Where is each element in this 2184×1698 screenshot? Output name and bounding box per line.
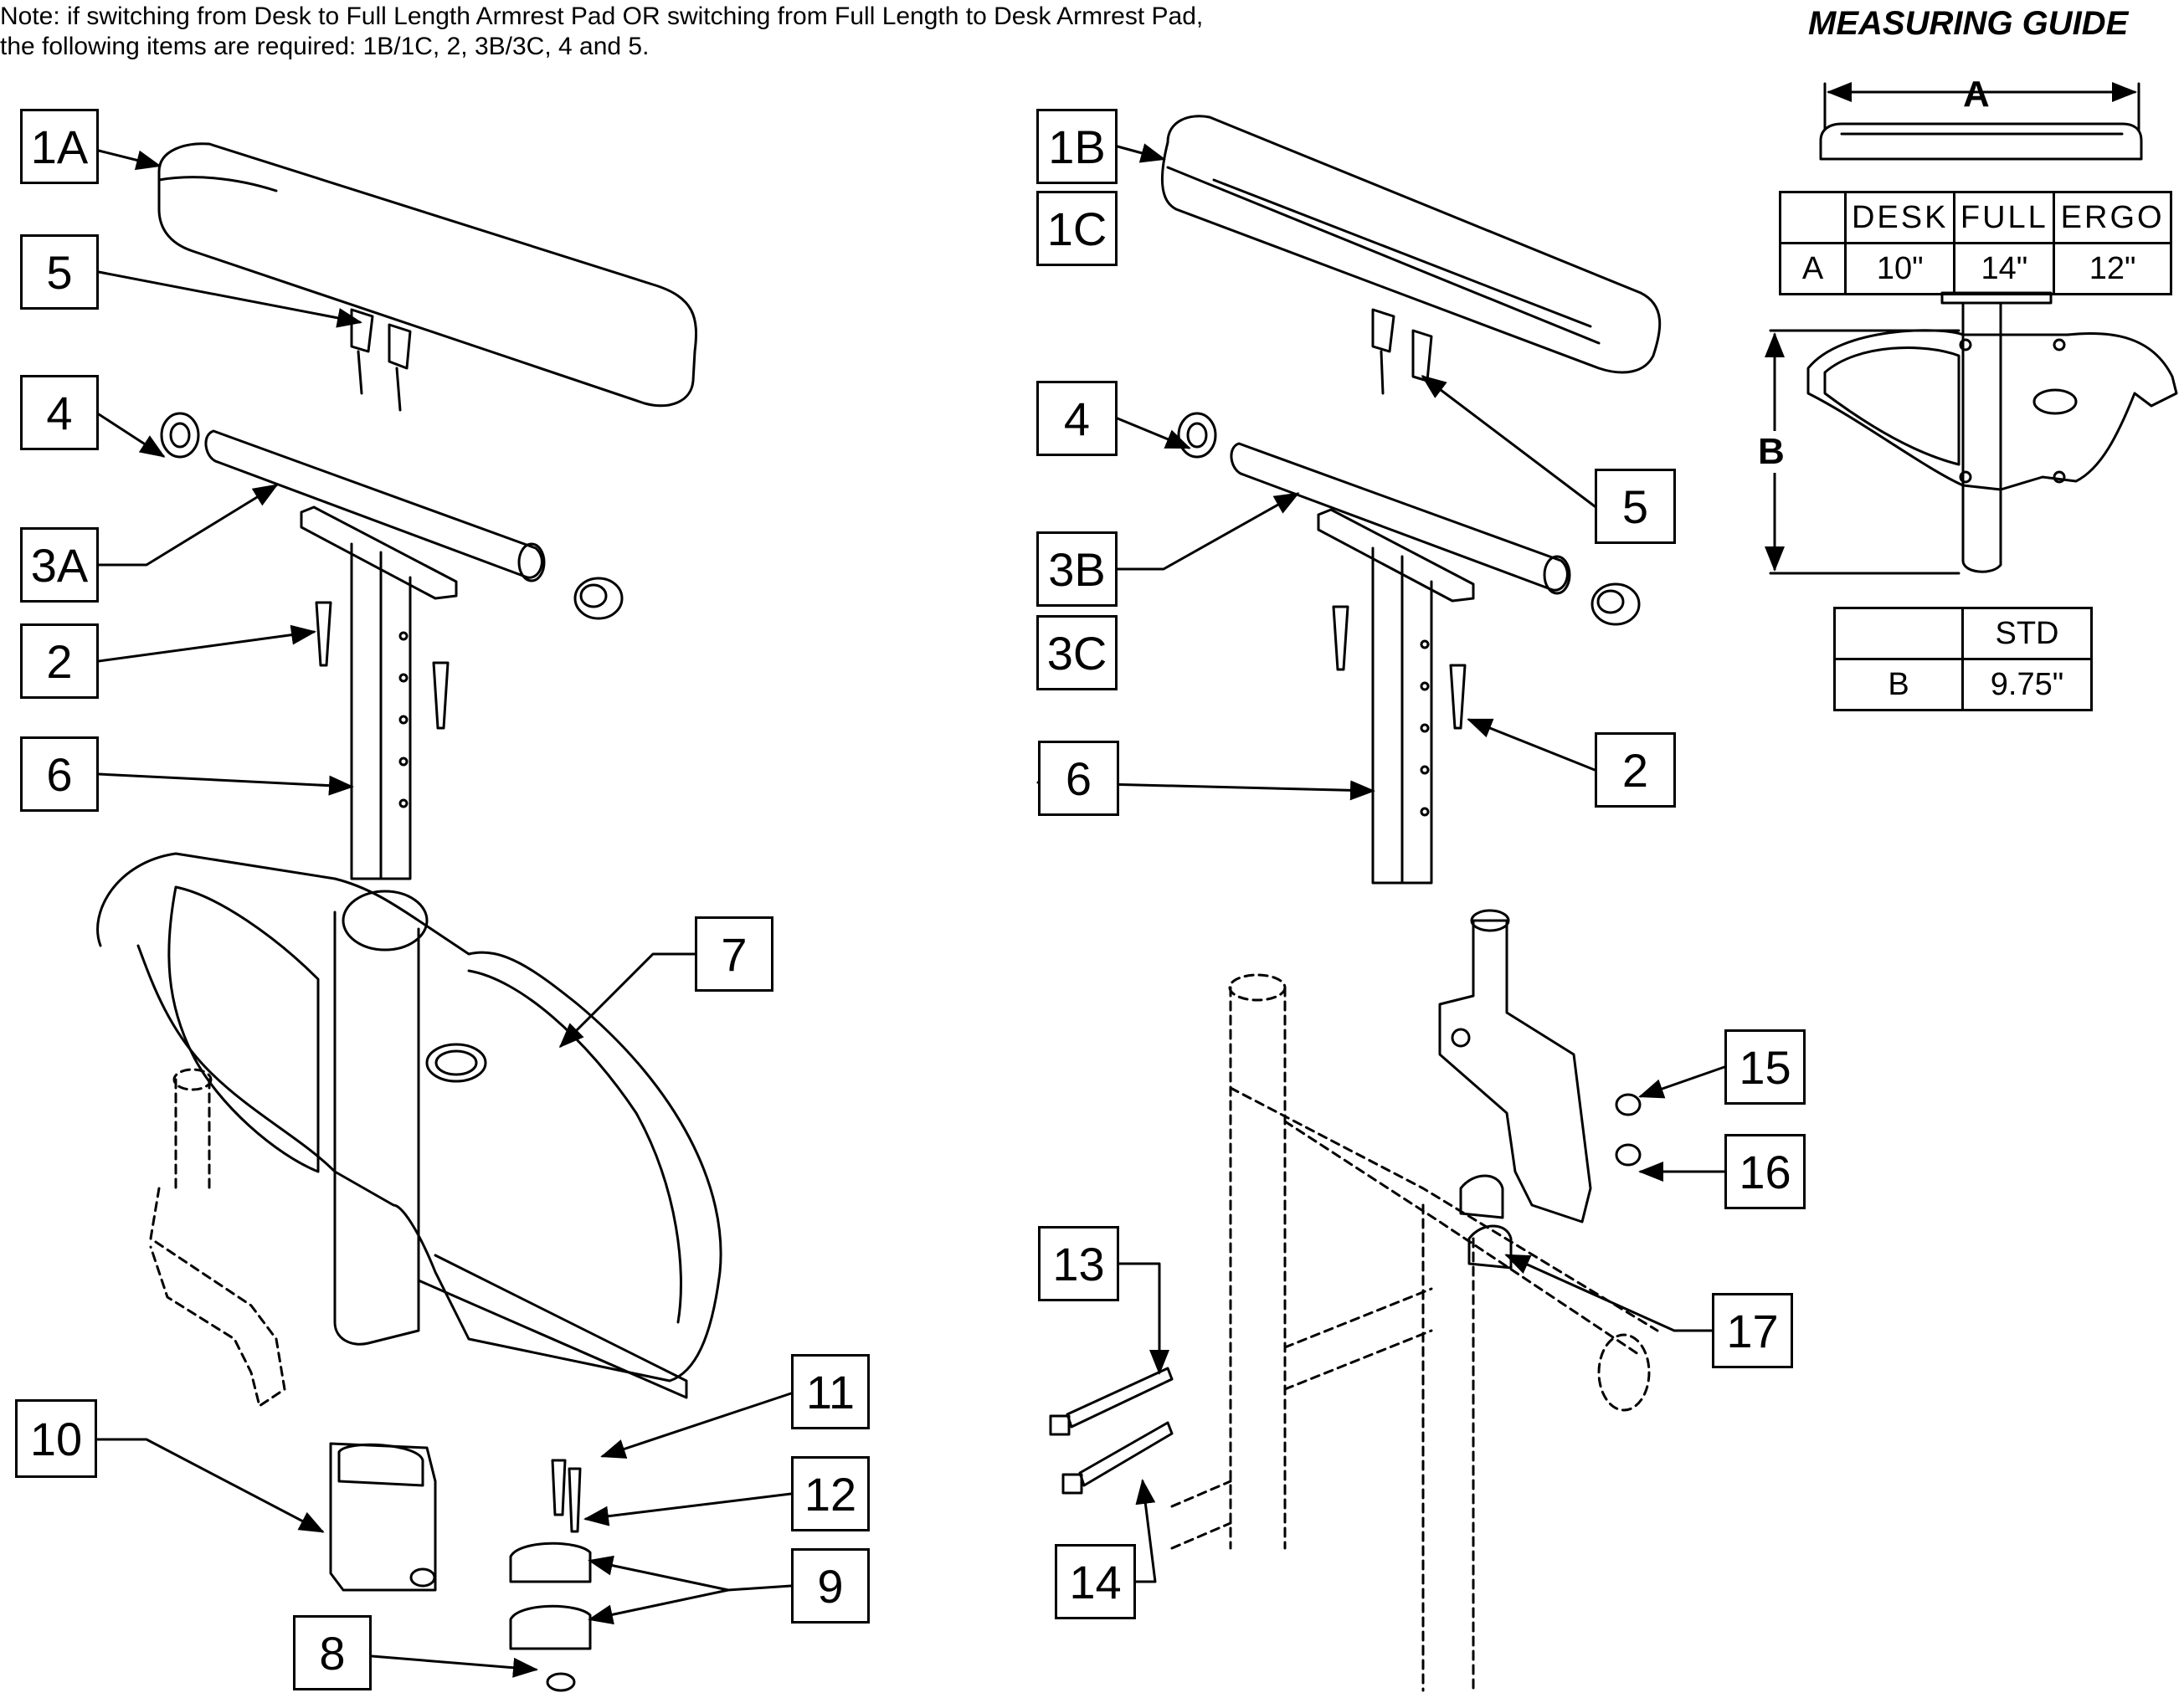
callout-14: 14 <box>1055 1544 1136 1619</box>
callout-3c: 3C <box>1036 615 1118 690</box>
callout-4-right: 4 <box>1036 381 1118 456</box>
callout-7: 7 <box>695 916 773 992</box>
table-cell: FULL <box>1953 191 2056 244</box>
left-pad-screws <box>350 308 412 412</box>
callout-15: 15 <box>1724 1029 1806 1105</box>
left-clamp-hardware <box>509 1459 592 1692</box>
left-ghost-bracket <box>149 1068 286 1408</box>
callout-3b: 3B <box>1036 531 1118 607</box>
measuring-table-a: DESK FULL ERGO A 10" 14" 12" <box>1779 191 2172 295</box>
callout-2-left: 2 <box>20 623 99 699</box>
right-side-screws <box>1332 605 1467 730</box>
callout-2-right: 2 <box>1595 732 1676 808</box>
callout-1c: 1C <box>1036 191 1118 266</box>
table-cell: 10" <box>1843 242 1956 295</box>
table-row: B 9.75" <box>1833 658 2093 711</box>
guide-pad-drawing <box>1819 82 2143 161</box>
table-cell: DESK <box>1843 191 1956 244</box>
note-line-2: the following items are required: 1B/1C,… <box>0 33 650 60</box>
table-cell: B <box>1833 658 1964 711</box>
callout-5-right: 5 <box>1595 469 1676 544</box>
table-cell: A <box>1779 242 1847 295</box>
right-ghost-frame <box>1170 973 1659 1692</box>
table-cell: 12" <box>2053 242 2172 295</box>
table-cell: 9.75" <box>1961 658 2093 711</box>
right-mount-plate <box>1317 508 1475 885</box>
right-armrest-pad <box>1160 115 1662 374</box>
callout-1b: 1B <box>1036 109 1118 184</box>
guide-arm-drawing <box>1765 291 2178 575</box>
left-side-screws <box>315 601 450 730</box>
dimension-b-label: B <box>1758 431 1785 473</box>
right-tube <box>1177 412 1641 626</box>
table-cell <box>1833 607 1964 660</box>
table-row: A 10" 14" 12" <box>1779 242 2172 295</box>
callout-13: 13 <box>1038 1226 1119 1301</box>
callout-4-left: 4 <box>20 375 99 450</box>
right-pad-screws <box>1371 308 1433 395</box>
right-bracket <box>1438 909 1642 1270</box>
callout-9: 9 <box>791 1548 870 1624</box>
left-leader-lines <box>95 149 793 1678</box>
callout-17: 17 <box>1712 1293 1793 1368</box>
callout-3a: 3A <box>20 527 99 603</box>
right-bolts <box>1049 1367 1174 1495</box>
table-cell: 14" <box>1953 242 2056 295</box>
callout-12: 12 <box>791 1456 870 1531</box>
table-row: STD <box>1833 607 2093 660</box>
note-line-1: Note: if switching from Desk to Full Len… <box>0 3 1204 30</box>
callout-6-right: 6 <box>1038 741 1119 816</box>
left-arm-frame <box>96 852 722 1399</box>
measuring-guide-title: MEASURING GUIDE <box>1808 5 2129 42</box>
callout-1a: 1A <box>20 109 99 184</box>
callout-11: 11 <box>791 1354 870 1429</box>
table-row: DESK FULL ERGO <box>1779 191 2172 244</box>
callout-5-left: 5 <box>20 234 99 310</box>
callout-10: 10 <box>15 1399 97 1478</box>
left-mount-plate <box>300 505 458 880</box>
left-clamp-block <box>329 1442 437 1592</box>
left-tube <box>160 412 624 620</box>
dimension-a-label: A <box>1963 74 1990 115</box>
left-armrest-pad <box>157 142 698 408</box>
callout-8: 8 <box>293 1615 372 1690</box>
measuring-table-b: STD B 9.75" <box>1833 607 2093 711</box>
table-cell <box>1779 191 1847 244</box>
callout-6-left: 6 <box>20 736 99 812</box>
table-cell: ERGO <box>2053 191 2172 244</box>
callout-16: 16 <box>1724 1134 1806 1209</box>
table-cell: STD <box>1961 607 2093 660</box>
